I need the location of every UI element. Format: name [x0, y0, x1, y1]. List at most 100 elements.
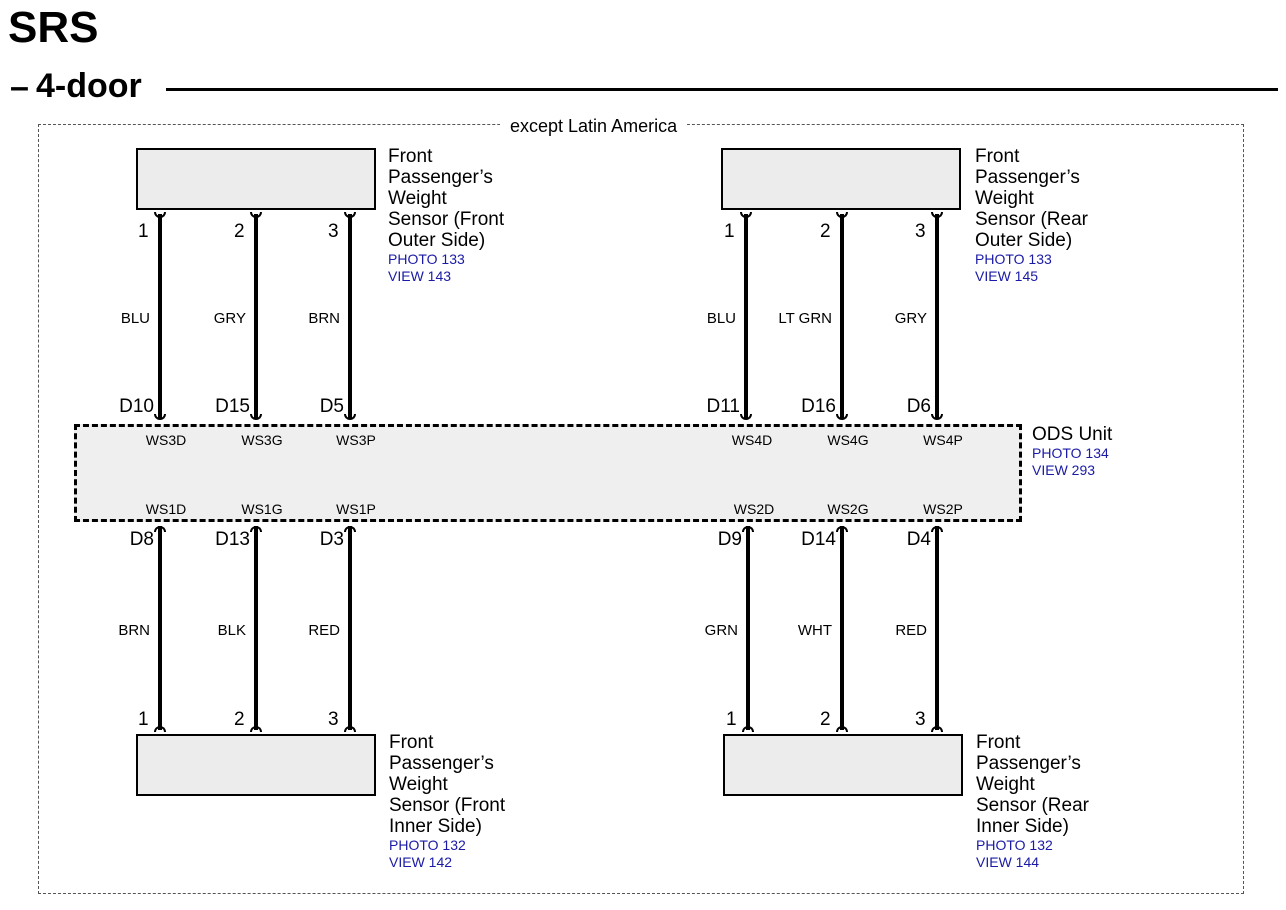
ods-pin-tick	[154, 526, 166, 532]
sensor-box	[136, 734, 376, 796]
wire	[746, 526, 750, 730]
ods-terminal-label: WS4D	[731, 432, 773, 448]
ods-terminal-label: WS2G	[827, 501, 869, 517]
wire	[840, 214, 844, 418]
wire	[840, 526, 844, 730]
sensor-pin-tick	[836, 726, 848, 732]
ods-unit-box	[74, 424, 1022, 522]
ods-unit-label: ODS Unit PHOTO 134 VIEW 293	[1032, 424, 1192, 479]
wire	[935, 214, 939, 418]
ods-pin-tick	[742, 526, 754, 532]
ods-terminal-label: WS1P	[336, 501, 376, 517]
sensor-photo-ref[interactable]: PHOTO 132	[976, 837, 1053, 853]
sensor-box	[721, 148, 961, 210]
ods-connector-pin: D8	[129, 529, 154, 550]
sensor-name-line: Passenger’s	[388, 167, 493, 188]
ods-connector-pin: D4	[906, 529, 931, 550]
sensor-pin-number: 1	[138, 221, 149, 242]
page-title: SRS	[8, 3, 99, 52]
subtitle-rule	[166, 88, 1278, 91]
sensor-pin-tick	[250, 212, 262, 218]
wire-color-label: GRY	[213, 310, 246, 327]
sensor-name-line: Inner Side)	[976, 816, 1069, 837]
sensor-name-line: Passenger’s	[389, 753, 494, 774]
sensor-name-line: Outer Side)	[388, 230, 486, 251]
wire	[935, 526, 939, 730]
ods-connector-pin: D6	[906, 396, 931, 417]
sensor-pin-number: 1	[724, 221, 735, 242]
sensor-pin-number: 2	[234, 709, 245, 730]
ods-terminal-label: WS2D	[733, 501, 775, 517]
sensor-view-ref[interactable]: VIEW 142	[389, 854, 453, 870]
sensor-pin-number: 2	[234, 221, 245, 242]
wire	[158, 526, 162, 730]
sensor-view-ref[interactable]: VIEW 144	[976, 854, 1040, 870]
ods-pin-tick	[931, 526, 943, 532]
sensor-pin-number: 3	[915, 709, 926, 730]
sensor-view-ref[interactable]: VIEW 145	[975, 268, 1039, 284]
ods-terminal-label: WS1G	[241, 501, 283, 517]
ods-pin-tick	[154, 414, 166, 420]
ods-pin-tick	[836, 414, 848, 420]
sensor-name-line: Sensor (Front	[389, 795, 506, 816]
sensor-photo-ref[interactable]: PHOTO 133	[388, 251, 465, 267]
sensor-name-line: Weight	[388, 188, 447, 209]
wire	[348, 526, 352, 730]
sensor-name-line: Weight	[389, 774, 448, 795]
sensor-pin-tick	[931, 212, 943, 218]
wire-color-label: GRY	[894, 310, 927, 327]
ods-pin-tick	[250, 526, 262, 532]
ods-terminal-label: WS3P	[336, 432, 376, 448]
sensor-name-line: Front	[388, 146, 433, 167]
ods-unit-name: ODS Unit	[1032, 424, 1113, 445]
ods-pin-tick	[344, 414, 356, 420]
ods-connector-pin: D13	[215, 529, 250, 550]
sensor-pin-tick	[344, 726, 356, 732]
sensor-name-line: Passenger’s	[975, 167, 1080, 188]
ods-terminal-label: WS4G	[827, 432, 869, 448]
sensor-pin-tick	[344, 212, 356, 218]
sensor-pin-number: 1	[726, 709, 737, 730]
wire-color-label: BLU	[706, 310, 736, 327]
ods-connector-pin: D5	[319, 396, 344, 417]
ods-unit-view-ref[interactable]: VIEW 293	[1032, 462, 1096, 478]
sensor-name-line: Sensor (Front	[388, 209, 505, 230]
ods-unit-photo-ref[interactable]: PHOTO 134	[1032, 445, 1109, 461]
sensor-name-line: Weight	[976, 774, 1035, 795]
sensor-name-line: Passenger’s	[976, 753, 1081, 774]
ods-connector-pin: D11	[706, 396, 740, 417]
sensor-pin-tick	[740, 212, 752, 218]
ods-connector-pin: D14	[801, 529, 836, 550]
sensor-pin-tick	[931, 726, 943, 732]
wire	[254, 214, 258, 418]
sensor-box	[136, 148, 376, 210]
wire-color-label: RED	[308, 622, 340, 639]
ods-pin-tick	[836, 526, 848, 532]
sensor-pin-number: 3	[328, 709, 339, 730]
wire-color-label: WHT	[797, 622, 832, 639]
ods-connector-pin: D3	[319, 529, 344, 550]
ods-terminal-label: WS3D	[145, 432, 187, 448]
ods-terminal-label: WS2P	[923, 501, 963, 517]
sensor-pin-number: 3	[328, 221, 339, 242]
wire	[254, 526, 258, 730]
ods-pin-tick	[931, 414, 943, 420]
sensor-name-line: Front	[389, 732, 434, 753]
sensor-name-line: Sensor (Rear	[975, 209, 1088, 230]
sensor-name-line: Outer Side)	[975, 230, 1073, 251]
sensor-view-ref[interactable]: VIEW 143	[388, 268, 452, 284]
sensor-photo-ref[interactable]: PHOTO 132	[389, 837, 466, 853]
ods-pin-tick	[740, 414, 752, 420]
ods-pin-tick	[250, 414, 262, 420]
ods-connector-pin: D15	[215, 396, 250, 417]
sensor-pin-tick	[836, 212, 848, 218]
sensor-photo-ref[interactable]: PHOTO 133	[975, 251, 1052, 267]
sensor-pin-number: 1	[138, 709, 149, 730]
ods-connector-pin: D16	[801, 396, 836, 417]
ods-connector-pin: D9	[717, 529, 742, 550]
region-label: except Latin America	[500, 115, 688, 137]
